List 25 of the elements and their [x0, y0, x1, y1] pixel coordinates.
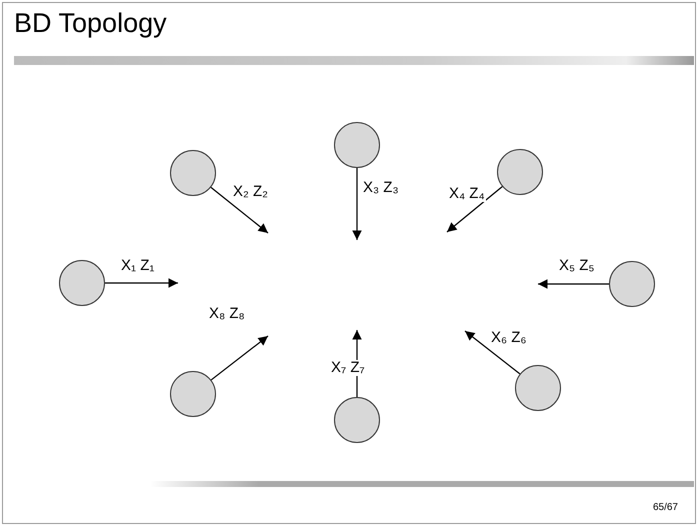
circle-node: [59, 260, 105, 306]
arrow: [352, 168, 362, 240]
arrow: [105, 278, 178, 288]
arrow: [210, 336, 268, 380]
arrow: [446, 186, 503, 232]
arrow: [210, 186, 268, 234]
circle-node: [334, 397, 380, 443]
edge-label: X₆ Z₆: [490, 330, 528, 346]
edge-label: X₃ Z₃: [362, 180, 400, 196]
edge-label: X₂ Z₂: [232, 184, 269, 200]
edge-label: X₄ Z₄: [448, 186, 486, 202]
edge-label: X₁ Z₁: [120, 258, 156, 274]
circle-node: [334, 122, 380, 168]
circle-node: [515, 365, 561, 411]
edge-label: X₈ Z₈: [208, 306, 246, 322]
circle-node: [609, 261, 655, 307]
circle-node: [170, 150, 216, 196]
arrow: [464, 330, 520, 374]
arrow: [538, 279, 609, 289]
slide-title: BD Topology: [14, 8, 167, 39]
circle-node: [497, 149, 543, 195]
edge-label: X₇ Z₇: [330, 360, 366, 376]
circle-node: [170, 371, 216, 417]
page-number: 65/67: [652, 502, 678, 513]
edge-label: X₅ Z₅: [558, 258, 596, 274]
